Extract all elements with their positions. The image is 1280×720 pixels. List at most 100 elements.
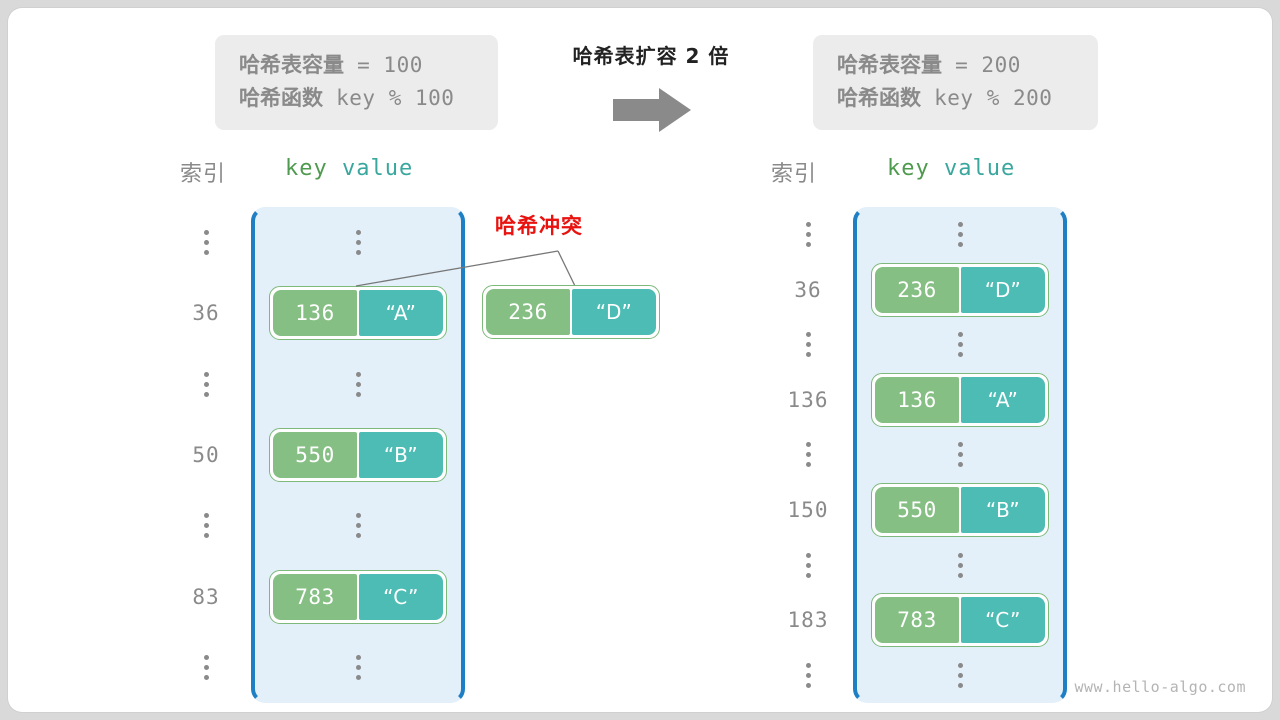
capacity-expr-after: = 200 bbox=[942, 53, 1021, 77]
index-ellipsis bbox=[161, 349, 251, 420]
capacity-line-before: 哈希表容量 = 100 bbox=[239, 49, 474, 82]
vertical-ellipsis-icon bbox=[957, 552, 963, 578]
row-ellipsis bbox=[853, 648, 1067, 703]
bucket: 136“A” bbox=[269, 286, 447, 341]
vertical-ellipsis-icon bbox=[355, 229, 361, 255]
bucket: 136“A” bbox=[871, 372, 1049, 427]
vertical-ellipsis-icon bbox=[805, 552, 811, 578]
index-heading-left: 索引 bbox=[180, 162, 227, 187]
transition-label: 哈希表扩容 2 倍 bbox=[572, 44, 730, 68]
vertical-ellipsis-icon bbox=[957, 332, 963, 358]
hash-config-box-before: 哈希表容量 = 100 哈希函数 key % 100 bbox=[215, 35, 498, 131]
bucket-key: 783 bbox=[875, 597, 959, 644]
capacity-line-after: 哈希表容量 = 200 bbox=[837, 49, 1074, 82]
vertical-ellipsis-icon bbox=[203, 229, 209, 255]
bucket-value: “C” bbox=[359, 573, 443, 620]
vertical-ellipsis-icon bbox=[957, 442, 963, 468]
hash-config-box-after: 哈希表容量 = 200 哈希函数 key % 200 bbox=[813, 35, 1098, 131]
vertical-ellipsis-icon bbox=[805, 442, 811, 468]
bucket-key: 550 bbox=[875, 487, 959, 534]
row-ellipsis bbox=[853, 538, 1067, 593]
table-row: 550“B” bbox=[853, 483, 1067, 538]
vertical-ellipsis-icon bbox=[957, 662, 963, 688]
index-label: 136 bbox=[787, 387, 829, 412]
index-ellipsis bbox=[161, 632, 251, 703]
vertical-ellipsis-icon bbox=[355, 513, 361, 539]
vertical-ellipsis-icon bbox=[203, 513, 209, 539]
detached-bucket: 236 “D” bbox=[482, 285, 660, 339]
index-ellipsis bbox=[763, 538, 853, 593]
vertical-ellipsis-icon bbox=[355, 371, 361, 397]
row-ellipsis bbox=[251, 349, 465, 420]
table-row: 550“B” bbox=[251, 420, 465, 491]
index-label: 36 bbox=[192, 301, 220, 326]
right-arrow-icon bbox=[613, 88, 691, 132]
index-label: 36 bbox=[794, 277, 822, 302]
value-heading-right: value bbox=[944, 156, 1016, 181]
capacity-label-after: 哈希表容量 bbox=[837, 53, 942, 77]
bucket: 783“C” bbox=[871, 593, 1049, 648]
capacity-label-before: 哈希表容量 bbox=[239, 53, 344, 77]
index-heading-right: 索引 bbox=[771, 162, 818, 187]
function-label-after: 哈希函数 bbox=[837, 85, 921, 110]
bucket-value: “D” bbox=[961, 266, 1045, 313]
index-ellipsis bbox=[763, 207, 853, 262]
index-label: 150 bbox=[787, 498, 829, 523]
function-line-before: 哈希函数 key % 100 bbox=[239, 82, 474, 115]
row-container-after: 236“D” 136“A” 550“B” 783“C” bbox=[853, 207, 1067, 703]
bucket-value: “A” bbox=[961, 376, 1045, 423]
bucket: 550“B” bbox=[269, 427, 447, 482]
table-row: 783“C” bbox=[853, 593, 1067, 648]
function-line-after: 哈希函数 key % 200 bbox=[837, 82, 1074, 115]
vertical-ellipsis-icon bbox=[203, 655, 209, 681]
capacity-expr-before: = 100 bbox=[344, 53, 423, 77]
bucket-key: 783 bbox=[273, 573, 357, 620]
key-heading-left: key bbox=[285, 156, 328, 181]
bucket-value: “C” bbox=[961, 597, 1045, 644]
diagram-canvas: 哈希表容量 = 100 哈希函数 key % 100 哈希表扩容 2 倍 哈希表… bbox=[8, 8, 1272, 712]
bucket-key: 236 bbox=[486, 289, 570, 335]
index-label: 50 bbox=[192, 442, 220, 467]
row-container-before: 136“A” 550“B” 783“C” bbox=[251, 207, 465, 703]
bucket-key: 550 bbox=[273, 431, 357, 478]
table-row: 136“A” bbox=[251, 278, 465, 349]
function-expr-after: key % 200 bbox=[921, 85, 1053, 110]
table-row: 136“A” bbox=[853, 372, 1067, 427]
row-ellipsis bbox=[853, 317, 1067, 372]
index-ellipsis bbox=[763, 317, 853, 372]
bucket-value: “A” bbox=[359, 290, 443, 337]
kv-heading-left: key value bbox=[285, 156, 413, 181]
index-column-before: 36 50 83 bbox=[161, 207, 251, 703]
vertical-ellipsis-icon bbox=[355, 655, 361, 681]
table-row: 236“D” bbox=[853, 262, 1067, 317]
collision-label: 哈希冲突 bbox=[495, 214, 583, 238]
function-expr-before: key % 100 bbox=[323, 85, 455, 110]
bucket-key: 136 bbox=[875, 376, 959, 423]
bucket: 236“D” bbox=[871, 262, 1049, 317]
bucket-key: 236 bbox=[875, 266, 959, 313]
row-ellipsis bbox=[251, 632, 465, 703]
index-ellipsis bbox=[161, 490, 251, 561]
bucket: 236 “D” bbox=[482, 285, 660, 339]
function-label-before: 哈希函数 bbox=[239, 85, 323, 110]
bucket-value: “B” bbox=[359, 431, 443, 478]
bucket: 783“C” bbox=[269, 569, 447, 624]
vertical-ellipsis-icon bbox=[805, 332, 811, 358]
row-ellipsis bbox=[853, 427, 1067, 482]
bucket-value: “B” bbox=[961, 487, 1045, 534]
index-ellipsis bbox=[763, 648, 853, 703]
index-label: 83 bbox=[192, 584, 220, 609]
vertical-ellipsis-icon bbox=[805, 222, 811, 248]
index-ellipsis bbox=[763, 427, 853, 482]
row-ellipsis bbox=[853, 207, 1067, 262]
row-ellipsis bbox=[251, 207, 465, 278]
table-row: 783“C” bbox=[251, 561, 465, 632]
vertical-ellipsis-icon bbox=[957, 222, 963, 248]
index-ellipsis bbox=[161, 207, 251, 278]
vertical-ellipsis-icon bbox=[805, 662, 811, 688]
watermark: www.hello-algo.com bbox=[1074, 678, 1246, 696]
kv-heading-right: key value bbox=[887, 156, 1015, 181]
bucket: 550“B” bbox=[871, 483, 1049, 538]
value-heading-left: value bbox=[342, 156, 414, 181]
